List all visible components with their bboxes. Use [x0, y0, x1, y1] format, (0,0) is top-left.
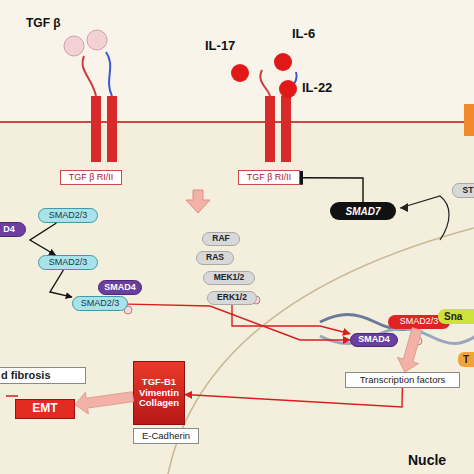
feedback-arrowhead — [400, 203, 408, 212]
receptor-body — [281, 96, 291, 162]
node-text: SMAD2/3 — [49, 258, 88, 268]
signal-arrow — [30, 223, 56, 255]
receptor-body — [265, 96, 275, 162]
node-text: SMAD4 — [358, 335, 390, 345]
tgf-ligand — [64, 36, 84, 56]
kinase-pill: ERK1/2 — [207, 291, 257, 305]
factor-pill: T — [458, 352, 474, 367]
signal-arrow — [128, 304, 350, 340]
kinase-pill: RAF — [202, 232, 240, 246]
receptor-label: TGF β RI/II — [60, 170, 122, 185]
inhibitor-pill: SMAD7 — [330, 202, 396, 220]
cytokine-label: IL-6 — [292, 26, 315, 41]
tgf-ligand — [87, 30, 107, 50]
node-text: TGF-B1 Vimentin Collagen — [136, 377, 182, 408]
node-text: SMAD2/3 — [49, 211, 88, 221]
protein-pill: SMAD4 — [98, 280, 142, 295]
receptor-chain — [260, 70, 270, 96]
extracellular-space — [0, 0, 474, 122]
protein-pill: SMAD2/3 — [72, 296, 128, 311]
node-text: RAS — [206, 253, 224, 262]
feedback-line — [400, 196, 449, 240]
node-text: Sna — [444, 311, 462, 322]
process-box: E-Cadherin — [133, 428, 199, 444]
cell-membrane — [0, 121, 474, 123]
phosphate-group — [414, 337, 422, 345]
nuclear-envelope — [168, 228, 474, 474]
kinase-pill: MEK1/2 — [203, 271, 255, 285]
receptor-fragment — [464, 104, 474, 136]
node-text: SMAD2/3 — [400, 317, 439, 327]
node-text: ST — [463, 186, 474, 195]
node-text: TGF β RI/II — [69, 173, 114, 183]
node-text: SMAD2/3 — [81, 299, 120, 309]
node-text: E-Cadherin — [142, 431, 190, 441]
receptor-chain — [83, 56, 96, 96]
node-text: EMT — [32, 402, 57, 415]
kinase-pill: RAS — [196, 251, 234, 265]
node-text: SMAD7 — [345, 206, 380, 217]
receptor-label: TGF β RI/II — [238, 170, 300, 185]
node-text: TGF β RI/II — [247, 173, 292, 183]
cytokine — [279, 80, 297, 98]
product-box: TGF-B1 Vimentin Collagen — [133, 361, 185, 425]
cytokine-label: IL-22 — [302, 80, 332, 95]
process-box: Transcription factors — [345, 372, 460, 388]
block-arrow — [186, 190, 210, 213]
signal-arrow — [300, 178, 363, 202]
node-text: T — [463, 354, 469, 365]
process-box: d fibrosis — [0, 367, 86, 384]
node-text: MEK1/2 — [214, 273, 245, 282]
ligand-label: TGF β — [26, 16, 61, 30]
node-text: Transcription factors — [360, 375, 446, 385]
receptor-chain — [106, 52, 112, 96]
protein-pill: SMAD2/3 — [38, 255, 98, 270]
node-text: SMAD4 — [104, 283, 136, 293]
factor-pill: Sna — [438, 309, 474, 324]
protein-pill: SMAD4 — [350, 333, 398, 347]
leader-line — [6, 395, 18, 397]
cytokine — [231, 64, 249, 82]
block-arrow-connector — [398, 328, 422, 372]
signal-arrow — [50, 270, 72, 297]
node-text: D4 — [3, 225, 15, 235]
cytokine — [274, 53, 292, 71]
signal-arrow — [185, 388, 402, 407]
receptor-body — [107, 96, 117, 162]
protein-pill: ST — [452, 183, 474, 198]
node-text: RAF — [212, 234, 229, 243]
outcome-box: EMT — [15, 399, 75, 419]
cytokine-label: IL-17 — [205, 38, 235, 53]
protein-pill: SMAD2/3 — [38, 208, 98, 223]
node-text: d fibrosis — [1, 369, 51, 381]
compartment-label: Nucle — [408, 452, 446, 468]
node-text: ERK1/2 — [217, 293, 247, 302]
protein-pill: D4 — [0, 222, 26, 237]
block-arrow-connector — [75, 392, 134, 414]
receptor-body — [91, 96, 101, 162]
signal-arrow — [232, 305, 350, 334]
